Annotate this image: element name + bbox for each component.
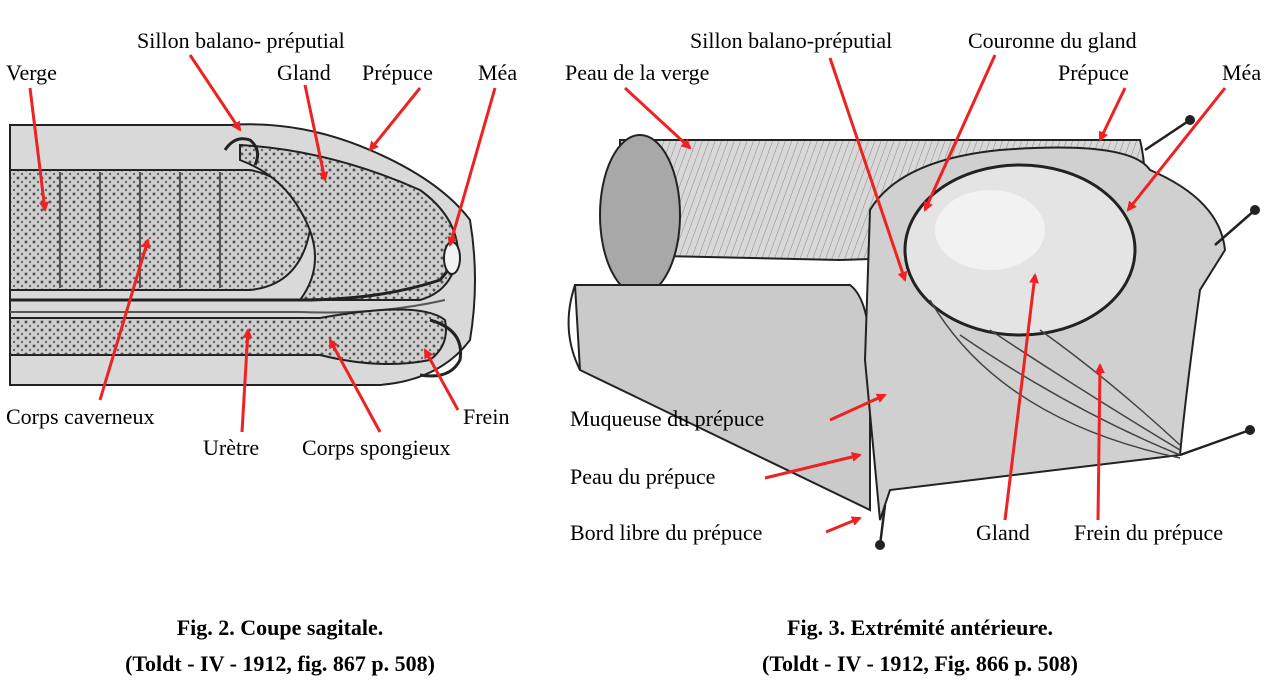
label-frein-du-prepuce: Frein du prépuce bbox=[1074, 520, 1223, 545]
label-verge: Verge bbox=[6, 60, 57, 85]
label-gland: Gland bbox=[277, 60, 331, 85]
figure2-caption-line1: Fig. 2. Coupe sagitale. bbox=[176, 615, 384, 640]
label-sillon-balano-preputial: Sillon balano- préputial bbox=[137, 28, 345, 53]
label-peau-du-prepuce: Peau du prépuce bbox=[570, 464, 715, 489]
label-gland-fig3: Gland bbox=[976, 520, 1030, 545]
label-frein: Frein bbox=[463, 404, 509, 429]
figure3-caption: Fig. 3. Extrémité antérieure. (Toldt - I… bbox=[660, 610, 1180, 682]
figure3-caption-line1: Fig. 3. Extrémité antérieure. bbox=[787, 615, 1053, 640]
label-bord-libre-du-prepuce: Bord libre du prépuce bbox=[570, 520, 762, 545]
annotation-arrows bbox=[28, 54, 1227, 534]
figure2-caption: Fig. 2. Coupe sagitale. (Toldt - IV - 19… bbox=[20, 610, 540, 682]
label-prepuce: Prépuce bbox=[362, 60, 433, 85]
label-muqueuse-du-prepuce: Muqueuse du prépuce bbox=[570, 406, 764, 431]
label-corps-spongieux: Corps spongieux bbox=[302, 435, 451, 460]
figure2-caption-line2: (Toldt - IV - 1912, fig. 867 p. 508) bbox=[125, 651, 435, 676]
label-couronne-du-gland: Couronne du gland bbox=[968, 28, 1137, 53]
label-mea: Méa bbox=[478, 60, 517, 85]
figure3-illustration bbox=[567, 115, 1260, 550]
label-mea-fig3: Méa bbox=[1222, 60, 1261, 85]
label-uretre: Urètre bbox=[203, 435, 259, 460]
figure2-illustration bbox=[9, 123, 476, 386]
label-sillon-balano-preputial-fig3: Sillon balano-préputial bbox=[690, 28, 892, 53]
label-peau-de-la-verge: Peau de la verge bbox=[565, 60, 709, 85]
label-corps-caverneux: Corps caverneux bbox=[6, 404, 154, 429]
label-prepuce-fig3: Prépuce bbox=[1058, 60, 1129, 85]
figure3-caption-line2: (Toldt - IV - 1912, Fig. 866 p. 508) bbox=[762, 651, 1078, 676]
